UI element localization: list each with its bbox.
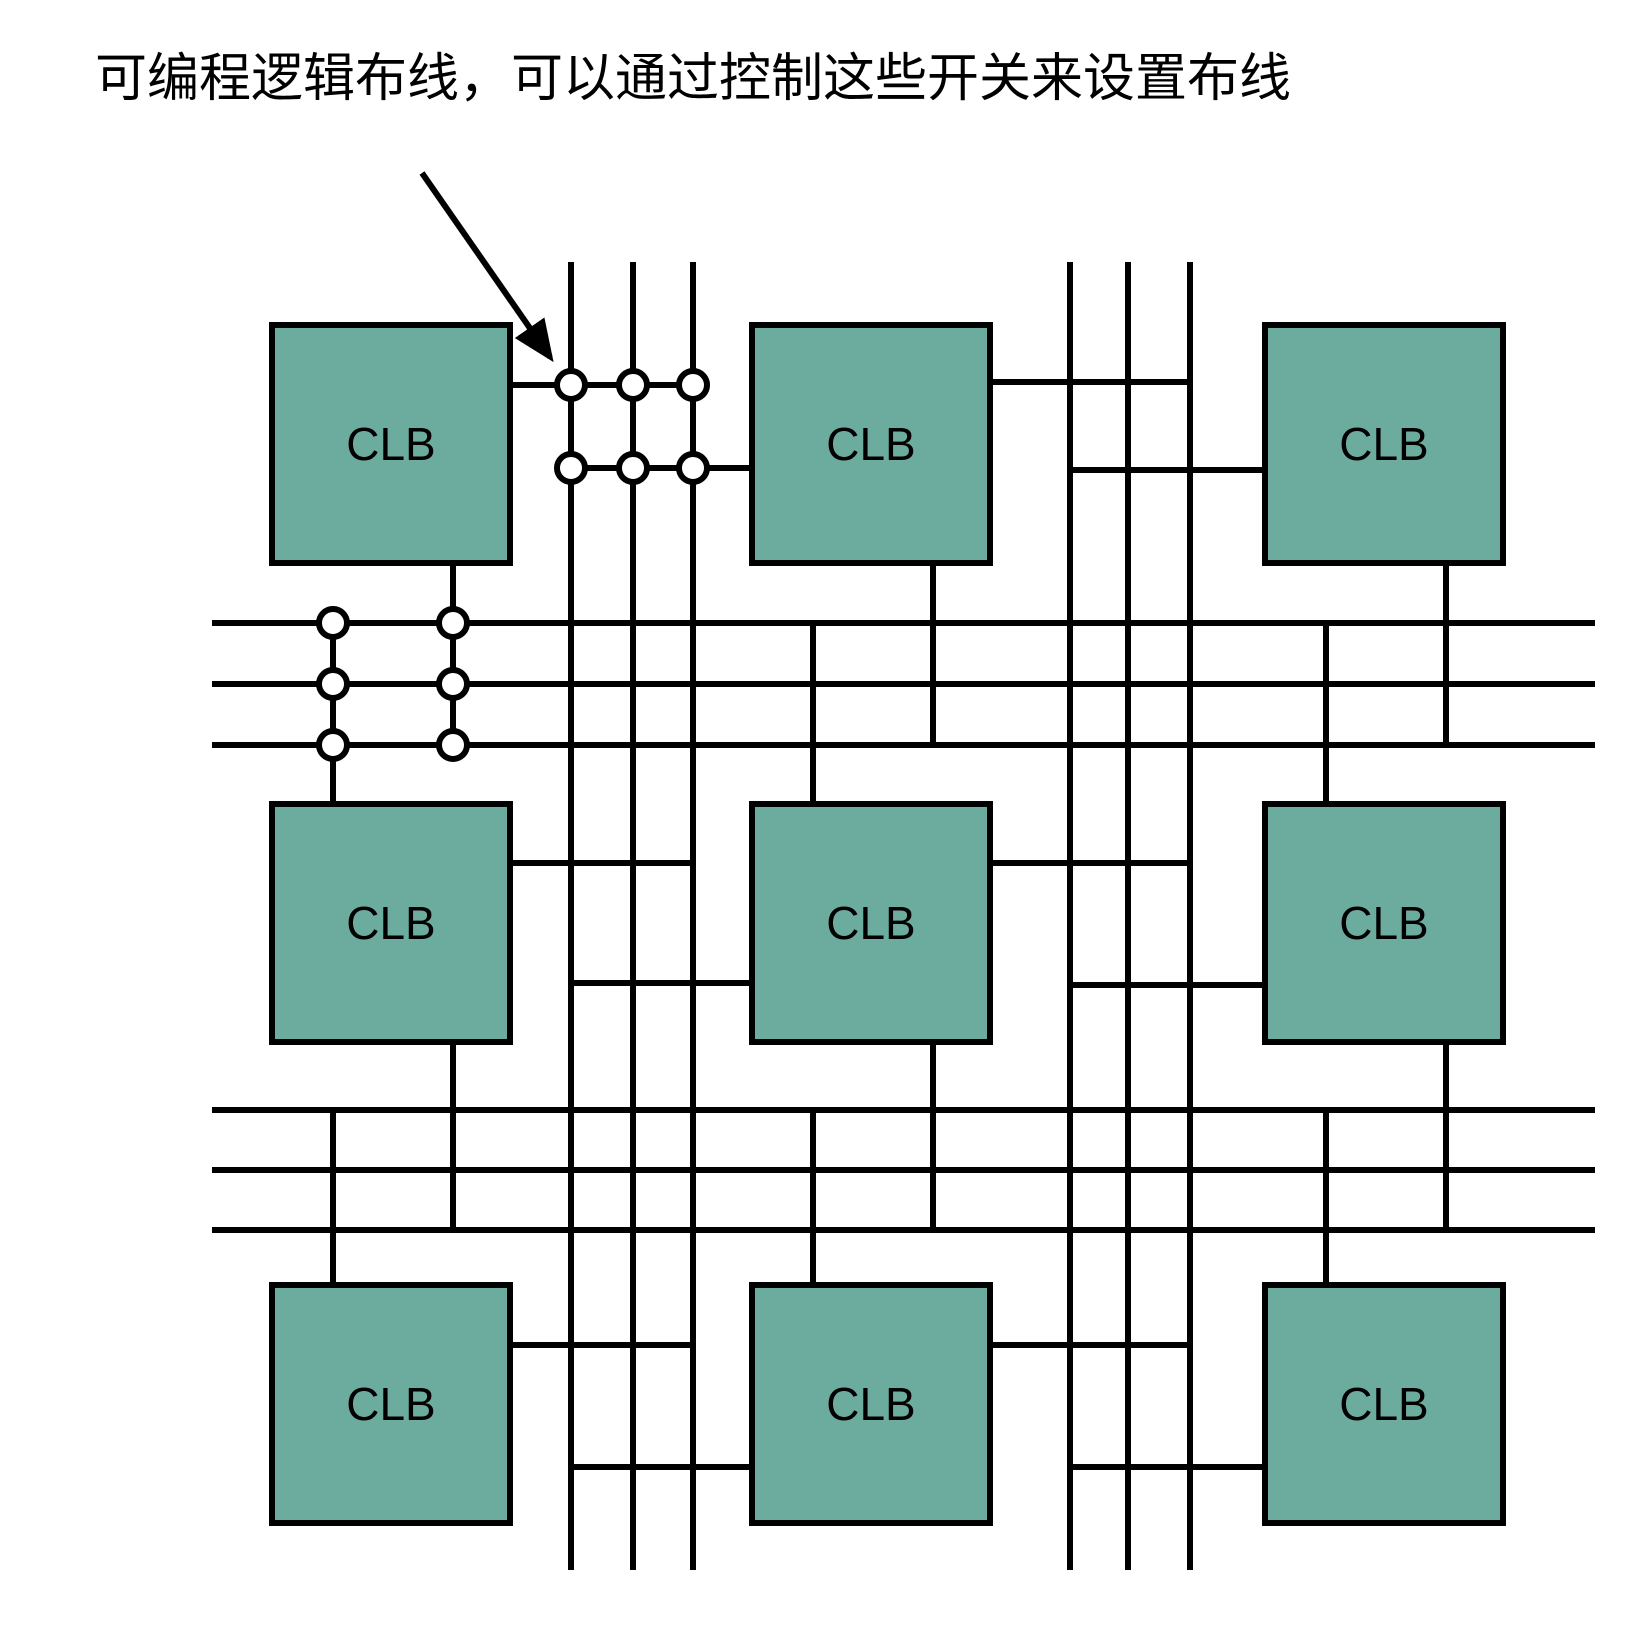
clb-block: CLB: [749, 1282, 993, 1526]
clb-label: CLB: [1339, 1378, 1428, 1430]
clb-label: CLB: [1339, 418, 1428, 470]
clb-block: CLB: [1262, 801, 1506, 1045]
clb-block: CLB: [749, 322, 993, 566]
annotation-caption: 可编程逻辑布线，可以通过控制这些开关来设置布线: [95, 50, 1292, 108]
clb-rect: [1262, 801, 1506, 1045]
clb-rect: [749, 1282, 993, 1526]
switch-icon: [616, 368, 650, 402]
clb-block: CLB: [269, 322, 513, 566]
clb-rect: [269, 322, 513, 566]
clb-block: CLB: [269, 1282, 513, 1526]
switch-icon: [316, 667, 350, 701]
switch-icon: [554, 451, 588, 485]
clb-block: CLB: [269, 801, 513, 1045]
clb-blocks: CLB CLB CLB CLB CLB CLB CLB CLB CLB: [269, 322, 1506, 1526]
clb-rect: [269, 1282, 513, 1526]
clb-rect: [749, 322, 993, 566]
clb-label: CLB: [346, 897, 435, 949]
switch-icon: [436, 606, 470, 640]
switch-icon: [616, 451, 650, 485]
clb-label: CLB: [346, 418, 435, 470]
switch-icon: [554, 368, 588, 402]
clb-block: CLB: [1262, 1282, 1506, 1526]
clb-label: CLB: [826, 418, 915, 470]
clb-rect: [1262, 322, 1506, 566]
clb-label: CLB: [1339, 897, 1428, 949]
switch-icon: [676, 368, 710, 402]
clb-rect: [269, 801, 513, 1045]
annotation-arrow: [419, 171, 554, 363]
programmable-switches: [316, 368, 710, 762]
clb-rect: [1262, 1282, 1506, 1526]
switch-icon: [316, 606, 350, 640]
clb-rect: [749, 801, 993, 1045]
clb-label: CLB: [826, 897, 915, 949]
clb-connector-stubs: [330, 379, 1449, 1470]
clb-block: CLB: [1262, 322, 1506, 566]
clb-block: CLB: [749, 801, 993, 1045]
switch-icon: [316, 728, 350, 762]
clb-label: CLB: [826, 1378, 915, 1430]
switch-icon: [436, 728, 470, 762]
switch-icon: [676, 451, 710, 485]
switch-icon: [436, 667, 470, 701]
clb-label: CLB: [346, 1378, 435, 1430]
